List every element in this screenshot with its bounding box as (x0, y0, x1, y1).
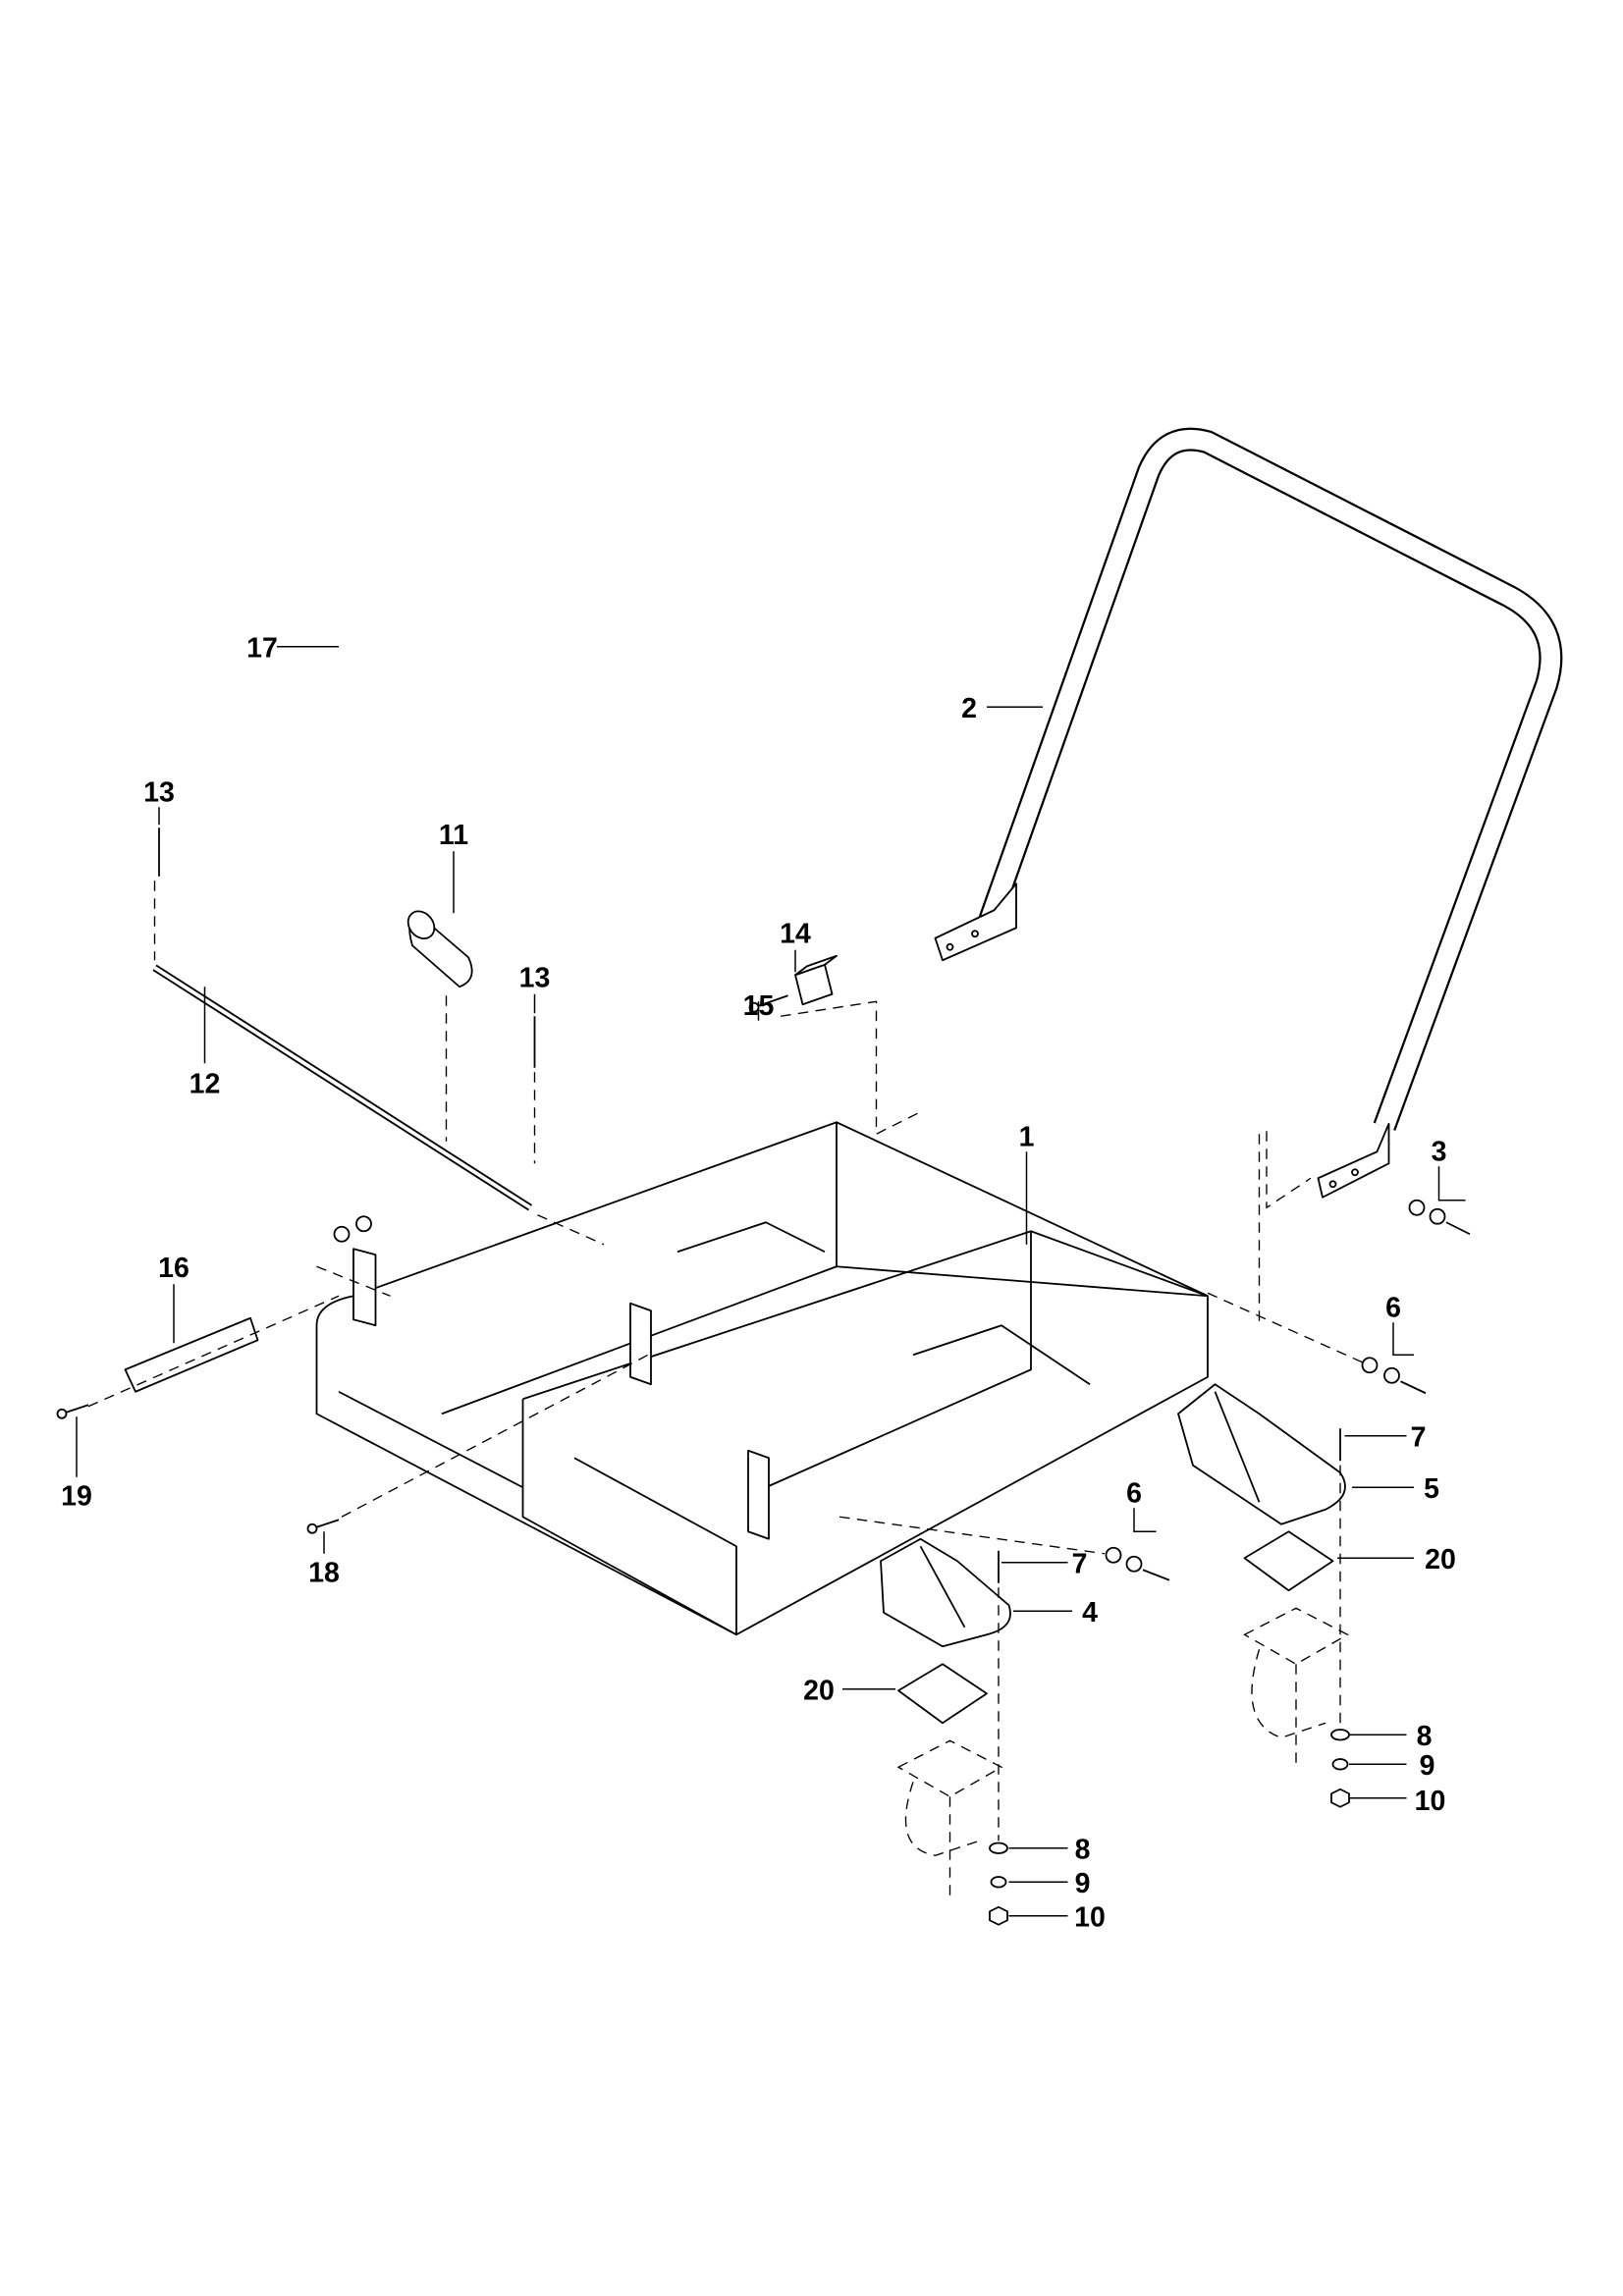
rod (152, 964, 533, 1211)
callout-12: 12 (189, 1068, 221, 1099)
callout-16: 16 (158, 1253, 189, 1284)
washer-bolt-set (1408, 1199, 1471, 1236)
callout-14: 14 (780, 918, 811, 949)
lock-washer (990, 1758, 1349, 1889)
callout-6: 6 (1126, 1477, 1142, 1509)
callout-7: 7 (1072, 1548, 1088, 1579)
roller (406, 910, 473, 988)
callout-3: 3 (1432, 1136, 1447, 1167)
mounting-plate (897, 1663, 988, 1725)
callout-10: 10 (1415, 1786, 1446, 1817)
callout-13: 13 (519, 962, 551, 993)
callout-15: 15 (743, 990, 775, 1022)
caster-wheel (896, 1739, 1003, 1900)
washer-bolt-set (1361, 1357, 1427, 1395)
caster-mount (880, 1537, 1011, 1648)
callout-8: 8 (1075, 1834, 1091, 1865)
caster-mount (1177, 1383, 1346, 1525)
callout-17: 17 (246, 632, 278, 664)
callout-9: 9 (1420, 1750, 1435, 1782)
bolt (998, 1428, 1341, 1583)
callout-20: 20 (803, 1675, 835, 1706)
plate (124, 1316, 259, 1393)
callout-18: 18 (308, 1557, 340, 1588)
callout-10: 10 (1074, 1901, 1106, 1933)
callout-11: 11 (439, 820, 468, 851)
spacer-block (794, 954, 838, 1006)
callout-20: 20 (1425, 1544, 1456, 1575)
bolt (56, 1404, 89, 1419)
caster-wheel (1243, 1607, 1349, 1768)
callout-13: 13 (143, 776, 175, 808)
callout-7: 7 (1411, 1421, 1427, 1453)
bolt (306, 1519, 340, 1534)
main-frame-box (315, 1121, 1209, 1636)
callout-1: 1 (1019, 1121, 1035, 1152)
callout-19: 19 (61, 1480, 92, 1512)
callout-5: 5 (1424, 1473, 1439, 1505)
callout-8: 8 (1417, 1721, 1433, 1752)
handle-tube (934, 427, 1563, 1199)
nut (989, 1788, 1350, 1926)
washer-bolt-set (1105, 1546, 1170, 1581)
callout-6: 6 (1385, 1292, 1401, 1323)
nuts (333, 1215, 372, 1243)
mounting-plate (1243, 1530, 1334, 1592)
callout-2: 2 (961, 693, 977, 724)
callout-4: 4 (1082, 1597, 1098, 1629)
washer (989, 1729, 1350, 1854)
callout-9: 9 (1075, 1868, 1091, 1899)
